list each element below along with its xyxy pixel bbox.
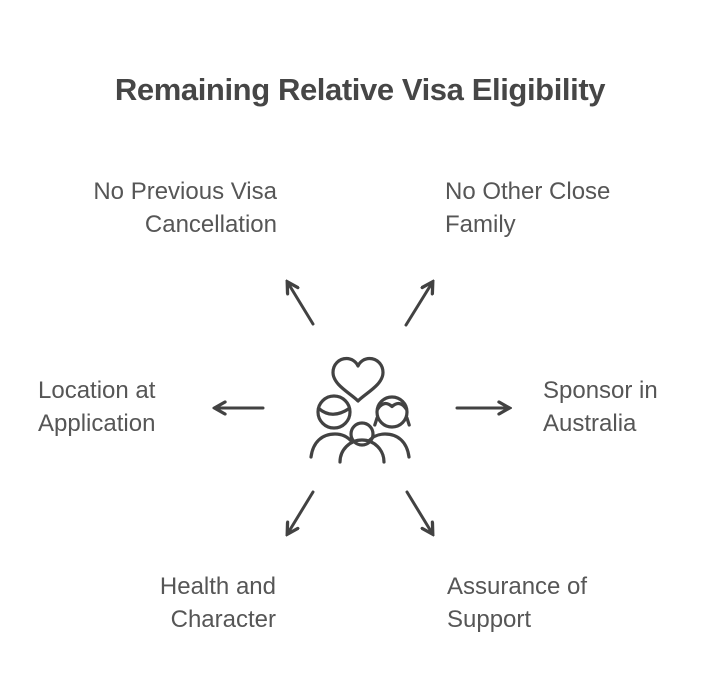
node-label-line: Health and <box>159 573 276 600</box>
heart-icon <box>331 356 385 403</box>
arrow-top-right-icon <box>404 283 432 327</box>
node-no-other-close-family: No Other Close Family <box>445 175 610 241</box>
node-label-line: Australia <box>543 410 637 437</box>
node-label-line: Sponsor in <box>543 377 658 404</box>
node-label-line: No Previous Visa <box>93 178 277 205</box>
arrow-top-left-icon <box>288 283 315 326</box>
node-label-line: Character <box>170 606 276 633</box>
node-label-line: Support <box>447 606 532 633</box>
node-label-line: Location at <box>38 377 156 404</box>
node-label-line: Cancellation <box>144 211 277 238</box>
node-label-line: No Other Close <box>445 178 611 205</box>
page-title: Remaining Relative Visa Eligibility <box>114 72 606 107</box>
arrow-bottom-left-icon <box>288 490 315 533</box>
node-label-line: Application <box>38 410 156 437</box>
node-sponsor-in-australia: Sponsor in Australia <box>543 374 658 440</box>
node-health-and-character: Health and Character <box>160 570 276 636</box>
arrow-bottom-right-icon <box>405 490 432 533</box>
child-icon <box>338 421 386 464</box>
node-label-line: Assurance of <box>447 573 588 600</box>
parent-right-icon <box>366 395 411 459</box>
node-location-at-application: Location at Application <box>38 374 155 440</box>
node-assurance-of-support: Assurance of Support <box>447 570 587 636</box>
node-no-previous-visa-cancellation: No Previous Visa Cancellation <box>93 175 277 241</box>
family-heart-icon <box>309 356 411 464</box>
parent-left-icon <box>309 394 354 459</box>
node-label-line: Family <box>445 211 516 238</box>
